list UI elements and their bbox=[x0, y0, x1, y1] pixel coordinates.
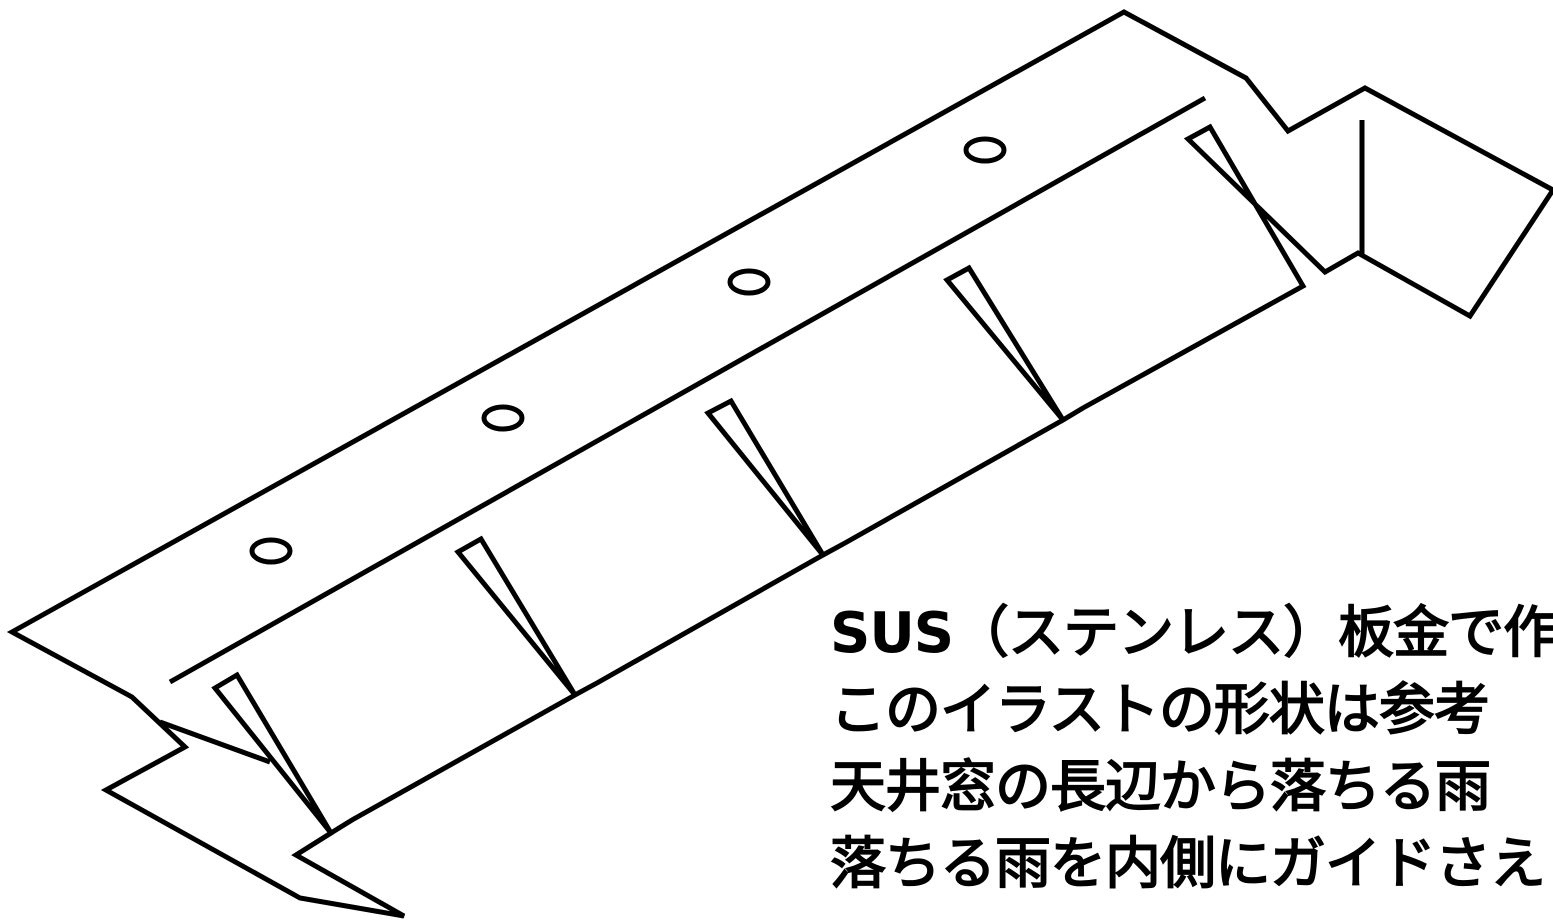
caption-line: SUS（ステンレス）板金で作製 bbox=[830, 601, 1553, 666]
caption-line: このイラストの形状は参考 bbox=[830, 678, 1490, 743]
plate-outline bbox=[6, 9, 1553, 919]
mounting-hole bbox=[249, 537, 293, 565]
tab-edge bbox=[159, 719, 271, 765]
mounting-hole bbox=[481, 404, 525, 432]
caption-line: 落ちる雨を内側にガイドさえ bbox=[830, 832, 1546, 897]
caption-line: 天井窓の長辺から落ちる雨 bbox=[830, 755, 1491, 820]
mounting-hole bbox=[727, 268, 771, 296]
mounting-hole bbox=[963, 136, 1007, 164]
bend-line bbox=[168, 95, 1207, 685]
